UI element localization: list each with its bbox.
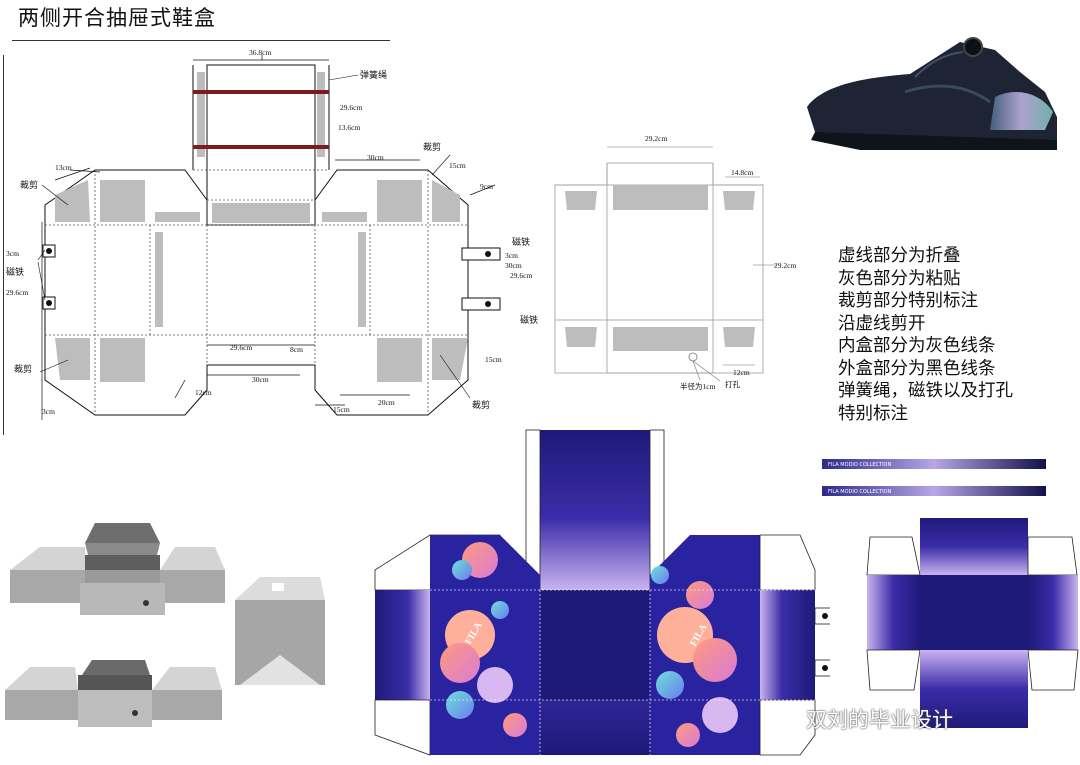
dim-29-6-right: 29.6cm: [510, 271, 532, 280]
inner-dim-12: 12cm: [733, 368, 750, 377]
dim-13-6: 13.6cm: [338, 123, 360, 132]
printed-outer-box: FILA FILA: [374, 429, 830, 756]
dim-20: 20cm: [378, 398, 395, 407]
dim-15-tr: 15cm: [449, 161, 466, 170]
outer-glue-areas: [55, 72, 468, 382]
note-item: 裁剪部分特别标注: [838, 291, 978, 311]
dim-3-bottom: 3cm: [42, 407, 55, 416]
dim-30-top: 30cm: [367, 153, 384, 162]
note-item: 内盒部分为灰色线条: [838, 336, 996, 356]
label-cut-bottom-right: 裁剪: [472, 399, 490, 410]
dim-30-bottom: 30cm: [252, 375, 269, 384]
dim-3-left: 3cm: [6, 249, 19, 258]
dim-29-6-top: 29.6cm: [340, 103, 362, 112]
note-item: 外盒部分为黑色线条: [838, 358, 996, 379]
dim-3-right: 3cm: [505, 251, 518, 260]
dim-36-8: 36.8cm: [249, 48, 271, 57]
shoe-image: [807, 37, 1057, 150]
left-border-line: [3, 55, 4, 435]
label-cut-top-left: 裁剪: [20, 179, 38, 190]
dim-15-bottom: 15cm: [333, 405, 350, 414]
magnets: [42, 244, 501, 311]
punch-hole: [688, 352, 698, 362]
outer-dimension-lines: [41, 55, 496, 420]
label-magnet-right-top: 磁铁: [512, 236, 530, 247]
inner-dim-29-2-right: 29.2cm: [774, 261, 796, 270]
inner-box-dieline: 29.2cm 14.8cm 29.2cm 12cm 半径为1cm 打孔: [554, 134, 796, 391]
spring-cords: [193, 90, 329, 149]
note-item: 特别标注: [838, 403, 908, 424]
note-item: 弹簧绳，磁铁以及打孔: [838, 381, 1013, 401]
dim-12: 12cm: [195, 388, 212, 397]
watermark: 双刘的毕业设计: [806, 708, 953, 732]
outer-box-dieline: 36.8cm 29.6cm 13.6cm 30cm 15cm 9cm 13cm …: [6, 48, 538, 420]
top-flap-outline: [206, 64, 316, 200]
label-cut-top-right: 裁剪: [423, 141, 441, 152]
dim-15-br: 15cm: [485, 355, 502, 364]
band-label-2: FILA MODIO COLLECTION: [828, 489, 891, 495]
dim-29-6-left: 29.6cm: [6, 288, 28, 297]
mockup-standing: [235, 577, 325, 685]
box-3d-mockups: [5, 523, 325, 727]
label-cut-bottom-left: 裁剪: [14, 363, 32, 374]
label-magnet-right-bottom: 磁铁: [520, 314, 538, 325]
inner-label-radius: 半径为1cm: [680, 381, 716, 391]
note-item: 沿虚线剪开: [838, 313, 926, 334]
page-title: 两侧开合抽屉式鞋盒: [18, 6, 216, 30]
label-magnet-left: 磁铁: [6, 266, 24, 277]
dim-30-right: 30cm: [505, 261, 522, 270]
spring-cord-bands: FILA MODIO COLLECTION FILA MODIO COLLECT…: [822, 459, 1046, 496]
dim-13: 13cm: [55, 163, 72, 172]
decor-spheres-right: FILA: [651, 566, 738, 747]
title-underline: [12, 40, 390, 41]
dim-9: 9cm: [480, 182, 493, 191]
mockup-open-bottom: [5, 660, 222, 727]
notes-list: 虚线部分为折叠 灰色部分为粘贴 裁剪部分特别标注 沿虚线剪开 内盒部分为灰色线条…: [838, 245, 1013, 425]
inner-dim-14-8: 14.8cm: [731, 168, 753, 177]
inner-dim-29-2-top: 29.2cm: [645, 134, 667, 143]
outer-fold-lines: [45, 169, 468, 415]
inner-label-punch: 打孔: [725, 379, 740, 389]
mockup-open-top: [10, 523, 225, 615]
band-label-1: FILA MODIO COLLECTION: [828, 462, 891, 468]
note-item: 虚线部分为折叠: [838, 246, 961, 266]
label-spring-cord: 弹簧绳: [360, 69, 387, 80]
outer-leader-lines: [37, 74, 471, 399]
decor-spheres-left: FILA: [440, 542, 527, 737]
printed-inner-box: [866, 518, 1079, 728]
dim-29-6-bottom: 29.6cm: [230, 343, 252, 352]
inner-glue-areas: [565, 185, 755, 351]
dim-8: 8cm: [290, 345, 303, 354]
note-item: 灰色部分为粘贴: [838, 268, 961, 289]
